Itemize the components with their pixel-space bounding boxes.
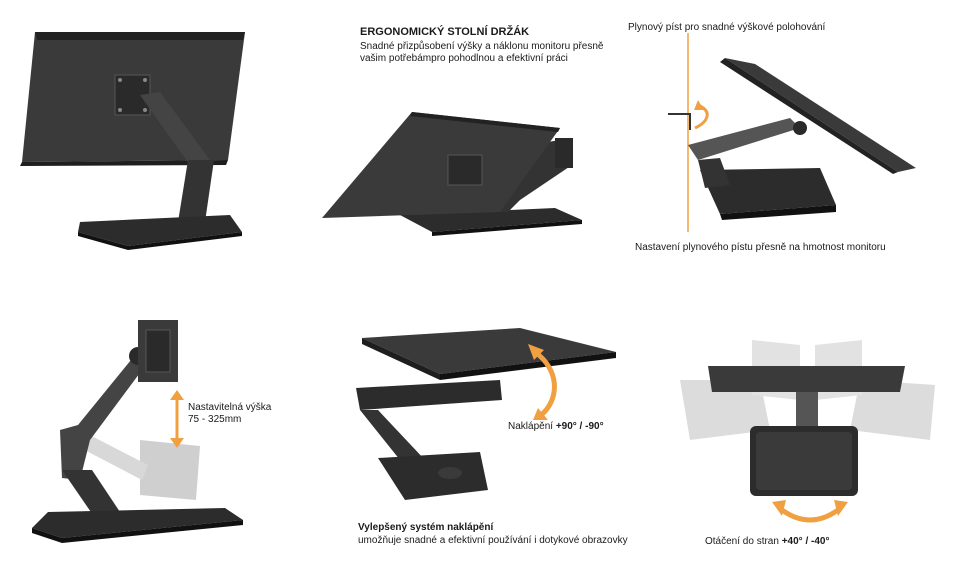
tilt-feature-desc: umožňuje snadné a efektivní používání i … bbox=[358, 535, 628, 546]
tilt-label-text: Naklápění bbox=[508, 421, 554, 432]
product-image-rear-view bbox=[20, 32, 245, 250]
header-title: ERGONOMICKÝ STOLNÍ DRŽÁK bbox=[360, 26, 530, 38]
product-image-tilted-monitor bbox=[322, 112, 582, 236]
rotation-label-text: Otáčení do stran bbox=[705, 536, 779, 547]
product-image-height-adjust bbox=[32, 320, 243, 543]
gas-piston-bottom-label: Nastavení plynového pístu přesně na hmot… bbox=[635, 242, 886, 253]
product-image-tilt bbox=[356, 328, 616, 500]
tilt-value: +90° / -90° bbox=[555, 421, 604, 432]
tilt-label: Naklápění +90° / -90° bbox=[508, 421, 604, 433]
product-image-rotation bbox=[680, 340, 935, 523]
rotation-value: +40° / -40° bbox=[781, 536, 830, 547]
height-label: Nastavitelná výška bbox=[188, 402, 272, 413]
header-subtitle-line2: vašim potřebámpro pohodlnou a efektivní … bbox=[360, 53, 568, 64]
height-range: 75 - 325mm bbox=[188, 414, 242, 425]
rotation-label: Otáčení do stran +40° / -40° bbox=[705, 536, 829, 548]
gas-piston-top-label: Plynový píst pro snadné výškové polohová… bbox=[628, 22, 826, 33]
tilt-feature-title: Vylepšený systém naklápění bbox=[358, 522, 494, 533]
header-subtitle-line1: Snadné přizpůsobení výšky a náklonu moni… bbox=[360, 41, 604, 52]
product-image-gas-piston bbox=[668, 33, 916, 232]
